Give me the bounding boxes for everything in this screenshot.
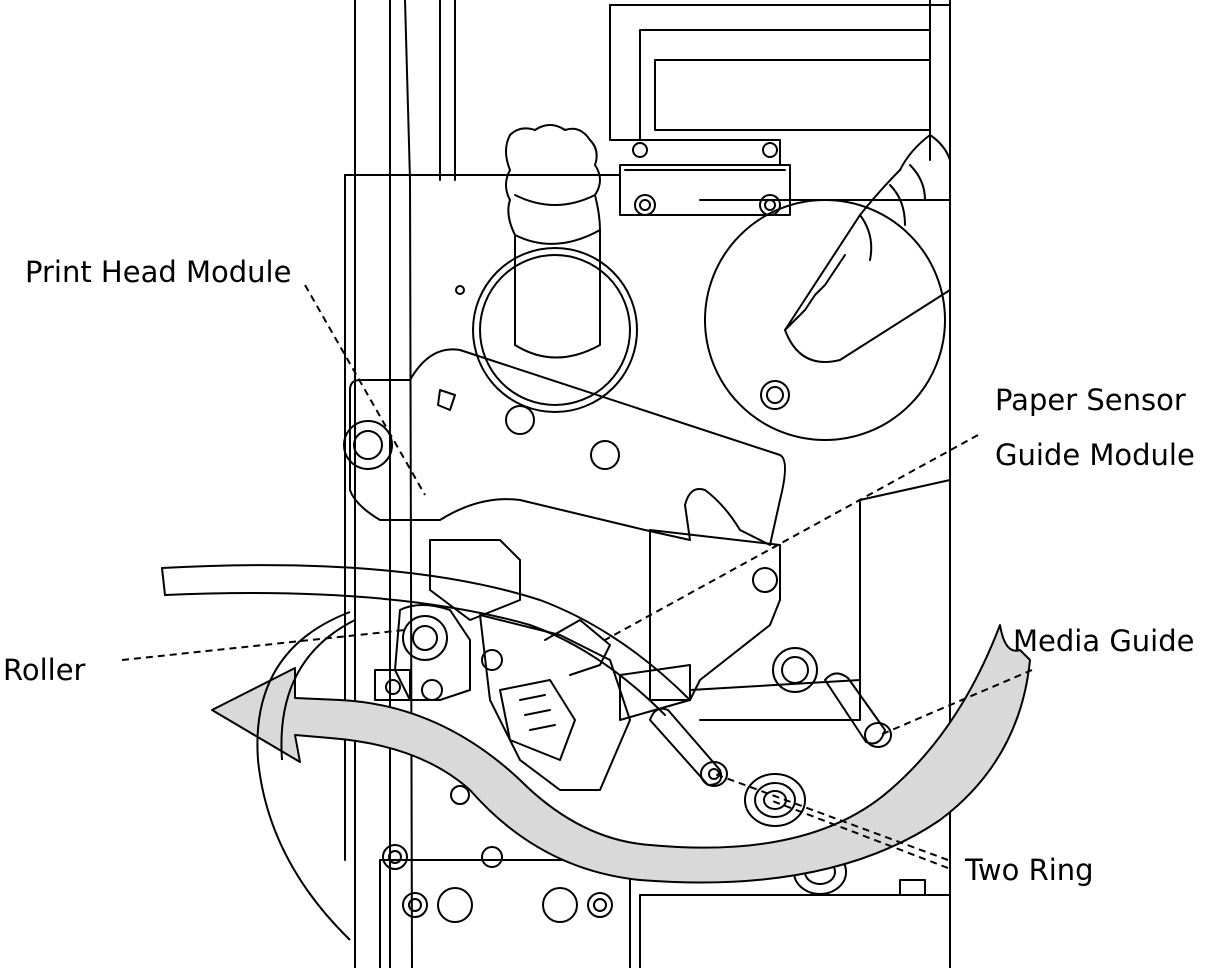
ribbon-rewind-spindle xyxy=(704,134,951,441)
label-guide-module: Guide Module xyxy=(995,438,1195,472)
media-strip xyxy=(161,564,691,716)
media-path-arrow xyxy=(211,624,1031,884)
top-bracket-screws xyxy=(455,142,781,295)
paper-sensor-guide-module xyxy=(479,614,861,791)
leader-roller xyxy=(121,629,406,661)
leader-lines xyxy=(121,284,1033,869)
label-roller: Roller xyxy=(3,653,86,687)
print-head-module xyxy=(343,348,818,701)
leader-media-guide xyxy=(879,669,1033,736)
label-paper-sensor: Paper Sensor xyxy=(995,383,1186,417)
leader-print-head xyxy=(304,284,426,496)
ribbon-supply-spindle xyxy=(472,124,638,413)
media-curl-arc xyxy=(256,611,356,941)
media-guide-rods xyxy=(649,672,892,787)
leader-two-ring-2 xyxy=(769,799,949,869)
label-print-head-module: Print Head Module xyxy=(25,255,292,289)
label-two-ring: Two Ring xyxy=(965,853,1094,887)
label-media-guide: Media Guide xyxy=(1013,624,1195,658)
roller-assembly xyxy=(374,604,503,701)
leader-paper-sensor xyxy=(604,434,979,641)
leader-two-ring-1 xyxy=(714,773,949,861)
